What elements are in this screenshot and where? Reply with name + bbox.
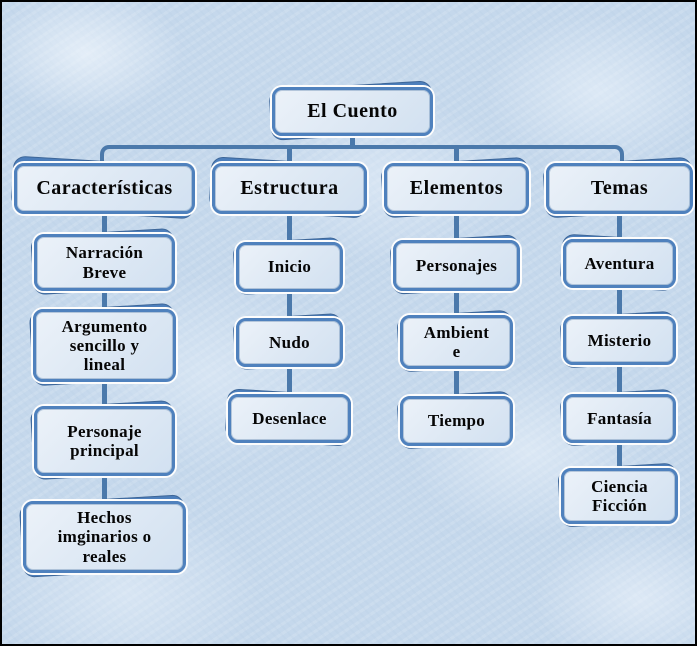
card-front: Hechos imginarios o reales [23,501,186,573]
card-front: Elementos [384,163,529,214]
connector-stub-estructura [287,148,292,163]
card-front: Narración Breve [34,234,175,291]
node-fantasia: Fantasía [559,388,678,447]
node-hechos-imaginarios: Hechos imginarios o reales [18,494,188,578]
node-desenlace: Desenlace [224,388,353,447]
node-label: Personaje principal [67,421,142,460]
card-front: Tiempo [400,396,513,446]
node-label: Aventura [584,253,655,273]
card-front: El Cuento [272,87,433,136]
card-front: Argumento sencillo y lineal [33,309,176,382]
card-front: Características [14,163,195,214]
node-label: Argumento sencillo y lineal [61,316,148,375]
card-front: Personajes [393,240,520,291]
node-el-cuento: El Cuento [268,80,435,141]
node-caracteristicas: Características [10,155,197,220]
node-label: Temas [590,177,649,200]
node-nudo: Nudo [232,312,345,371]
node-label: Elementos [409,177,504,200]
connector-column-estructura [287,212,292,400]
node-personajes: Personajes [389,234,522,295]
node-label: Narración Breve [65,243,144,282]
node-ambiente: Ambient e [396,309,515,373]
card-front: Inicio [236,242,343,292]
card-front: Temas [546,163,693,214]
node-estructura: Estructura [208,156,369,219]
card-front: Aventura [563,239,676,288]
node-label: Estructura [240,177,339,200]
node-personaje-principal: Personaje principal [29,399,177,481]
node-label: Hechos imginarios o reales [57,508,152,566]
node-label: Tiempo [427,411,486,431]
node-ciencia-ficcion: Ciencia Ficción [557,462,680,528]
card-front: Fantasía [563,394,676,443]
connector-bus [100,145,624,164]
connector-stub-elementos [454,148,459,163]
node-label: Nudo [269,332,310,352]
card-front: Ciencia Ficción [561,468,678,524]
node-label: Características [36,177,173,200]
node-label: Inicio [267,257,312,277]
node-misterio: Misterio [559,310,678,369]
node-aventura: Aventura [559,233,678,292]
node-tiempo: Tiempo [396,390,515,450]
node-narracion-breve: Narración Breve [30,227,177,296]
node-elementos: Elementos [380,156,531,219]
card-front: Desenlace [228,394,351,443]
node-label: Ciencia Ficción [591,476,648,515]
card-front: Estructura [212,163,367,214]
connector-column-elementos [454,212,459,402]
card-front: Ambient e [400,315,513,369]
card-front: Personaje principal [34,406,175,476]
node-label: Ambient e [423,322,490,361]
node-label: Misterio [587,330,652,350]
connector-root-stub [350,132,355,148]
card-front: Nudo [236,318,343,367]
node-inicio: Inicio [232,236,345,296]
node-argumento-sencillo: Argumento sencillo y lineal [28,302,179,387]
node-label: El Cuento [307,100,398,123]
card-front: Misterio [563,316,676,365]
node-label: Fantasía [587,408,652,428]
node-label: Personajes [415,255,498,275]
node-label: Desenlace [252,408,327,428]
node-temas: Temas [542,156,695,219]
